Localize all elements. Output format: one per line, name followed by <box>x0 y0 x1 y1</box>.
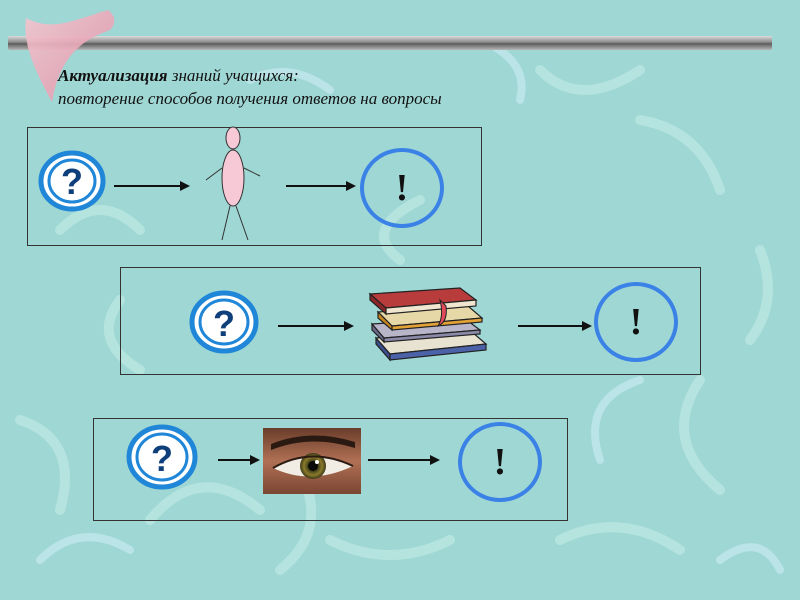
header-bar <box>8 36 772 50</box>
exclamation-circle-icon: ! <box>594 282 678 362</box>
books-stack-icon <box>368 287 488 362</box>
question-mark-circle-icon: ? <box>126 424 198 490</box>
arrow-icon <box>518 321 592 331</box>
row-frame-books <box>120 267 701 375</box>
exclamation-circle-icon: ! <box>458 422 542 502</box>
row-frame-person <box>27 127 482 246</box>
answer-mark: ! <box>493 441 507 483</box>
page-title: Актуализация знаний учащихся: повторение… <box>58 64 442 110</box>
arrow-icon <box>368 455 440 465</box>
svg-text:?: ? <box>213 303 235 344</box>
arrow-icon <box>218 455 260 465</box>
person-figure-icon <box>205 126 261 241</box>
question-mark-circle-icon: ? <box>189 290 259 354</box>
arrow-icon <box>278 321 354 331</box>
svg-text:?: ? <box>61 161 83 202</box>
boomerang-logo-icon <box>25 10 115 102</box>
title-rest: знаний учащихся: <box>167 66 299 85</box>
answer-mark: ! <box>395 167 409 209</box>
row-frame-eye <box>93 418 568 521</box>
exclamation-circle-icon: ! <box>360 148 444 228</box>
svg-text:?: ? <box>151 438 173 479</box>
eye-photo-icon <box>263 428 361 494</box>
title-bold: Актуализация <box>58 66 168 85</box>
answer-mark: ! <box>629 301 643 343</box>
arrow-icon <box>286 181 356 191</box>
title-line2: повторение способов получения ответов на… <box>58 89 442 108</box>
arrow-icon <box>114 181 190 191</box>
question-mark-circle-icon: ? <box>38 150 106 212</box>
